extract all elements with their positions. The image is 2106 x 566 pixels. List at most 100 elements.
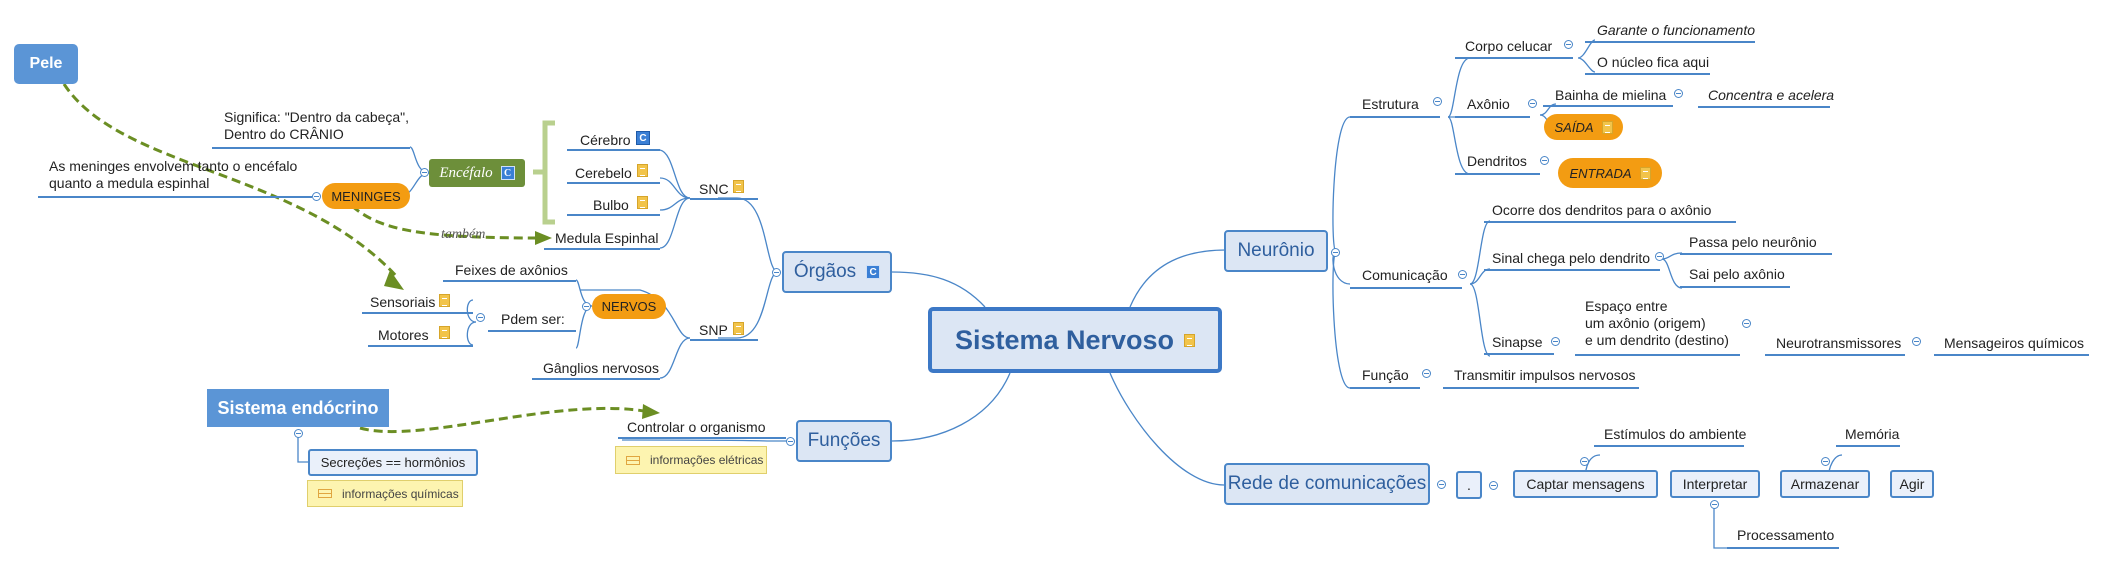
saida-badge[interactable]: SAÍDA bbox=[1544, 114, 1623, 140]
collapse-icon[interactable] bbox=[1912, 337, 1921, 346]
pdem-label[interactable]: Pdem ser: bbox=[501, 311, 565, 327]
bainha-label[interactable]: Bainha de mielina bbox=[1555, 87, 1667, 103]
collapse-icon[interactable] bbox=[1742, 319, 1751, 328]
underline bbox=[1680, 253, 1832, 255]
sai-label[interactable]: Sai pelo axônio bbox=[1689, 266, 1785, 282]
topic-rede-de-comunicacoes[interactable]: Rede de comunicações bbox=[1224, 463, 1430, 505]
informacoes-quimicas-note[interactable]: informações químicas bbox=[307, 480, 463, 507]
corpo-label[interactable]: Corpo celucar bbox=[1465, 38, 1553, 54]
interpretar-box[interactable]: Interpretar bbox=[1670, 470, 1760, 498]
snc-item-cerebelo[interactable]: Cerebelo bbox=[575, 165, 632, 181]
meninges-desc[interactable]: As meninges envolvem tanto o encéfalo qu… bbox=[49, 158, 297, 192]
agir-box[interactable]: Agir bbox=[1890, 470, 1934, 498]
nucleo-label[interactable]: O núcleo fica aqui bbox=[1597, 54, 1710, 70]
nervos-label: NERVOS bbox=[601, 299, 657, 314]
underline bbox=[1727, 547, 1839, 549]
dendritos-label[interactable]: Dendritos bbox=[1467, 153, 1527, 169]
feixes-label[interactable]: Feixes de axônios bbox=[455, 262, 568, 278]
topic-funcoes[interactable]: Funções bbox=[796, 420, 892, 462]
collapse-icon[interactable] bbox=[312, 192, 321, 201]
processamento-label[interactable]: Processamento bbox=[1737, 527, 1835, 543]
underline bbox=[38, 196, 312, 198]
entrada-badge[interactable]: ENTRADA bbox=[1558, 158, 1662, 188]
motores-label[interactable]: Motores bbox=[378, 327, 429, 343]
encefalo-label: Encéfalo bbox=[439, 164, 493, 181]
collapse-icon[interactable] bbox=[582, 302, 591, 311]
note-icon[interactable] bbox=[637, 196, 648, 209]
note-icon[interactable] bbox=[439, 294, 450, 307]
mensageiros-label[interactable]: Mensageiros químicos bbox=[1944, 335, 2085, 351]
sinapse-label[interactable]: Sinapse bbox=[1492, 334, 1543, 350]
collapse-icon[interactable] bbox=[1422, 369, 1431, 378]
snp-label[interactable]: SNP bbox=[699, 322, 728, 338]
collapse-icon[interactable] bbox=[1528, 99, 1537, 108]
axonio-label[interactable]: Axônio bbox=[1467, 96, 1510, 112]
collapse-icon[interactable] bbox=[1710, 500, 1719, 509]
collapse-icon[interactable] bbox=[786, 437, 795, 446]
funcao-label[interactable]: Função bbox=[1362, 367, 1409, 383]
collapse-icon[interactable] bbox=[1437, 480, 1446, 489]
central-topic[interactable]: Sistema Nervoso bbox=[928, 307, 1222, 373]
dot-box[interactable]: . bbox=[1456, 471, 1482, 499]
estimulos-label[interactable]: Estímulos do ambiente bbox=[1604, 426, 1747, 442]
armazenar-box[interactable]: Armazenar bbox=[1780, 470, 1870, 498]
snc-label[interactable]: SNC bbox=[699, 181, 729, 197]
topic-encefalo[interactable]: Encéfalo C bbox=[429, 159, 525, 187]
collapse-icon[interactable] bbox=[1458, 270, 1467, 279]
topic-neuronio[interactable]: Neurônio bbox=[1224, 230, 1328, 272]
topic-pele[interactable]: Pele bbox=[14, 44, 78, 84]
underline bbox=[618, 437, 786, 439]
informacoes-eletricas-note[interactable]: informações elétricas bbox=[615, 446, 767, 474]
note-icon[interactable] bbox=[733, 180, 744, 193]
transmitir-label[interactable]: Transmitir impulsos nervosos bbox=[1454, 367, 1636, 383]
collapse-icon[interactable] bbox=[1821, 457, 1830, 466]
collapse-icon[interactable] bbox=[1433, 97, 1442, 106]
snc-item-medula[interactable]: Medula Espinhal bbox=[555, 230, 659, 246]
comunicacao-label[interactable]: Comunicação bbox=[1362, 267, 1448, 283]
passa-label[interactable]: Passa pelo neurônio bbox=[1689, 234, 1817, 250]
collapse-icon[interactable] bbox=[1580, 457, 1589, 466]
topic-orgaos[interactable]: Órgãos C bbox=[782, 251, 892, 293]
note-icon[interactable] bbox=[733, 322, 744, 335]
link-icon[interactable]: C bbox=[500, 166, 515, 180]
nervos-badge[interactable]: NERVOS bbox=[592, 294, 666, 319]
note-icon[interactable] bbox=[1184, 333, 1196, 347]
captar-box[interactable]: Captar mensagens bbox=[1513, 470, 1658, 498]
collapse-icon[interactable] bbox=[1551, 337, 1560, 346]
meninges-badge[interactable]: MENINGES bbox=[322, 183, 410, 209]
memoria-label[interactable]: Memória bbox=[1845, 426, 1900, 442]
collapse-icon[interactable] bbox=[294, 429, 303, 438]
link-icon[interactable]: C bbox=[636, 131, 650, 145]
concentra-label[interactable]: Concentra e acelera bbox=[1708, 87, 1835, 103]
snc-item-cerebro[interactable]: Cérebro bbox=[580, 132, 631, 148]
neurotransmissores-label[interactable]: Neurotransmissores bbox=[1776, 335, 1902, 351]
controlar-label[interactable]: Controlar o organismo bbox=[627, 419, 766, 435]
note-icon[interactable] bbox=[637, 164, 648, 177]
sensoriais-label[interactable]: Sensoriais bbox=[370, 294, 436, 310]
collapse-icon[interactable] bbox=[1564, 40, 1573, 49]
estrutura-label[interactable]: Estrutura bbox=[1362, 96, 1419, 112]
note-icon[interactable] bbox=[1601, 120, 1613, 134]
link-icon[interactable]: C bbox=[866, 265, 881, 279]
secrecoes-box[interactable]: Secreções == hormônios bbox=[308, 449, 478, 476]
topic-sistema-endocrino[interactable]: Sistema endócrino bbox=[207, 389, 389, 427]
collapse-icon[interactable] bbox=[1655, 252, 1664, 261]
garante-label[interactable]: Garante o funcionamento bbox=[1597, 22, 1755, 38]
espaco-label[interactable]: Espaço entre um axônio (origem) e um den… bbox=[1585, 298, 1729, 349]
ganglios-label[interactable]: Gânglios nervosos bbox=[543, 360, 659, 376]
collapse-icon[interactable] bbox=[1489, 481, 1498, 490]
underline bbox=[1484, 221, 1736, 223]
collapse-icon[interactable] bbox=[1540, 156, 1549, 165]
significa-label[interactable]: Significa: "Dentro da cabeça", Dentro do… bbox=[224, 109, 409, 143]
collapse-icon[interactable] bbox=[1674, 89, 1683, 98]
snc-item-bulbo[interactable]: Bulbo bbox=[593, 197, 629, 213]
note-icon[interactable] bbox=[439, 326, 450, 339]
collapse-icon[interactable] bbox=[476, 313, 485, 322]
sinal-label[interactable]: Sinal chega pelo dendrito bbox=[1492, 250, 1651, 266]
ocorre-label[interactable]: Ocorre dos dendritos para o axônio bbox=[1492, 202, 1712, 218]
note-icon[interactable] bbox=[1639, 166, 1651, 180]
entrada-label: ENTRADA bbox=[1569, 165, 1632, 181]
collapse-icon[interactable] bbox=[1331, 248, 1340, 257]
collapse-icon[interactable] bbox=[420, 168, 429, 177]
collapse-icon[interactable] bbox=[772, 268, 781, 277]
